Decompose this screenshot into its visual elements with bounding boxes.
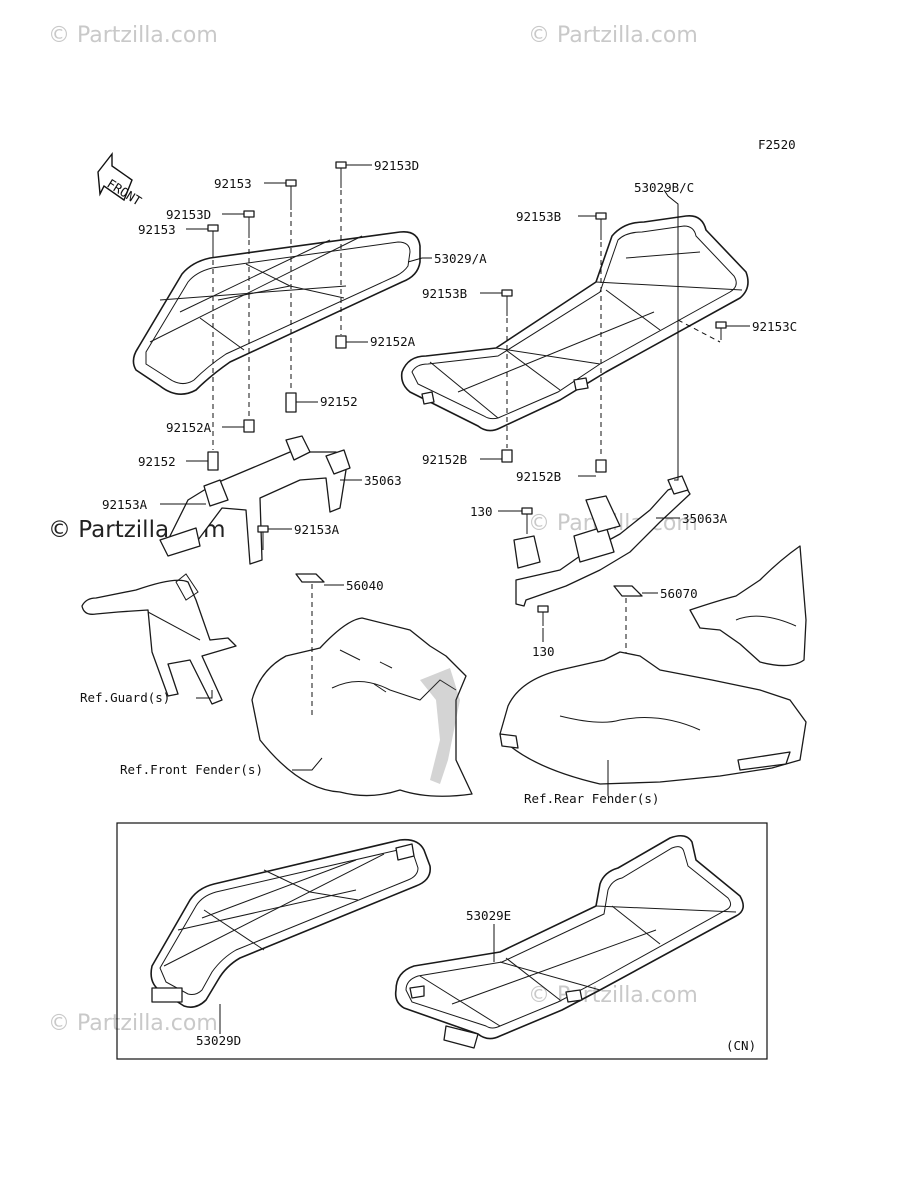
collar-92152b-right-icon: [595, 459, 607, 473]
label-56040: 56040: [346, 578, 384, 593]
rear-carrier-rack: [400, 214, 749, 432]
watermark-top-left: © Partzilla.com: [48, 23, 218, 48]
label-92153-top: 92153: [214, 176, 252, 191]
watermark-bottom-left: © Partzilla.com: [48, 1011, 218, 1036]
label-53029d: 53029D: [196, 1033, 241, 1048]
label-ref-front-fender: Ref.Front Fender(s): [120, 762, 263, 777]
label-92152a-left: 92152A: [166, 420, 212, 435]
label-92153d-top: 92153D: [374, 158, 419, 173]
watermark-bottom-right: © Partzilla.com: [528, 983, 698, 1008]
cn-rear-carrier-rack: [394, 834, 744, 1049]
leader-lines: [160, 164, 750, 1034]
cn-variant-box: [116, 822, 768, 1060]
label-cn: (CN): [726, 1038, 756, 1053]
label-35063a: 35063A: [682, 511, 728, 526]
label-92153a-left: 92153A: [102, 497, 148, 512]
label-92153-left: 92153: [138, 222, 176, 237]
bolt-92153-top-icon: [285, 179, 297, 210]
collar-92152b-left-icon: [501, 449, 513, 463]
front-carrier-rack: [132, 230, 421, 395]
collar-92152-mid-icon: [285, 392, 297, 413]
bolt-92153-left-icon: [207, 224, 219, 258]
front-guard-ref: [81, 573, 237, 705]
label-ref-guard: Ref.Guard(s): [80, 690, 170, 705]
label-130-top: 130: [470, 504, 493, 519]
label-53029a: 53029/A: [434, 251, 487, 266]
label-92152-mid: 92152: [320, 394, 358, 409]
front-bracket-35063: [159, 435, 351, 565]
bolt-92153b-mid-icon: [501, 289, 513, 316]
collar-92152a-right-icon: [335, 335, 347, 349]
bolt-92153b-top-icon: [595, 212, 607, 240]
figure-code: F2520: [758, 137, 796, 152]
label-53029e: 53029E: [466, 908, 511, 923]
decal-56040-icon: [295, 573, 325, 583]
decal-56070-icon: [613, 585, 643, 597]
bolt-92153d-top-icon: [335, 161, 347, 188]
label-92152b-right: 92152B: [516, 469, 561, 484]
collar-92152a-left-icon: [243, 419, 255, 433]
front-fender-ref: [251, 617, 473, 797]
label-35063: 35063: [364, 473, 402, 488]
collar-92152-left-icon: [207, 451, 219, 471]
bolt-92153d-left-icon: [243, 210, 255, 238]
label-56070: 56070: [660, 586, 698, 601]
cn-front-carrier-rack: [150, 838, 432, 1008]
label-92153a-right: 92153A: [294, 522, 340, 537]
watermark-top-right: © Partzilla.com: [528, 23, 698, 48]
label-92152-left: 92152: [138, 454, 176, 469]
bolt-130-bottom-icon: [537, 605, 549, 626]
label-130-bottom: 130: [532, 644, 555, 659]
front-arrow-icon: FRONT: [97, 151, 145, 209]
bolt-92153c-icon: [715, 321, 727, 340]
label-53029bc: 53029B/C: [634, 180, 694, 195]
label-92153b-top: 92153B: [516, 209, 561, 224]
label-92153d-left: 92153D: [166, 207, 211, 222]
label-92152b-left: 92152B: [422, 452, 467, 467]
rear-fender-ref: [499, 545, 807, 785]
rear-bracket-35063a: [513, 475, 691, 607]
label-92153b-mid: 92153B: [422, 286, 467, 301]
label-92153c: 92153C: [752, 319, 797, 334]
label-ref-rear-fender: Ref.Rear Fender(s): [524, 791, 659, 806]
label-92152a-right: 92152A: [370, 334, 416, 349]
